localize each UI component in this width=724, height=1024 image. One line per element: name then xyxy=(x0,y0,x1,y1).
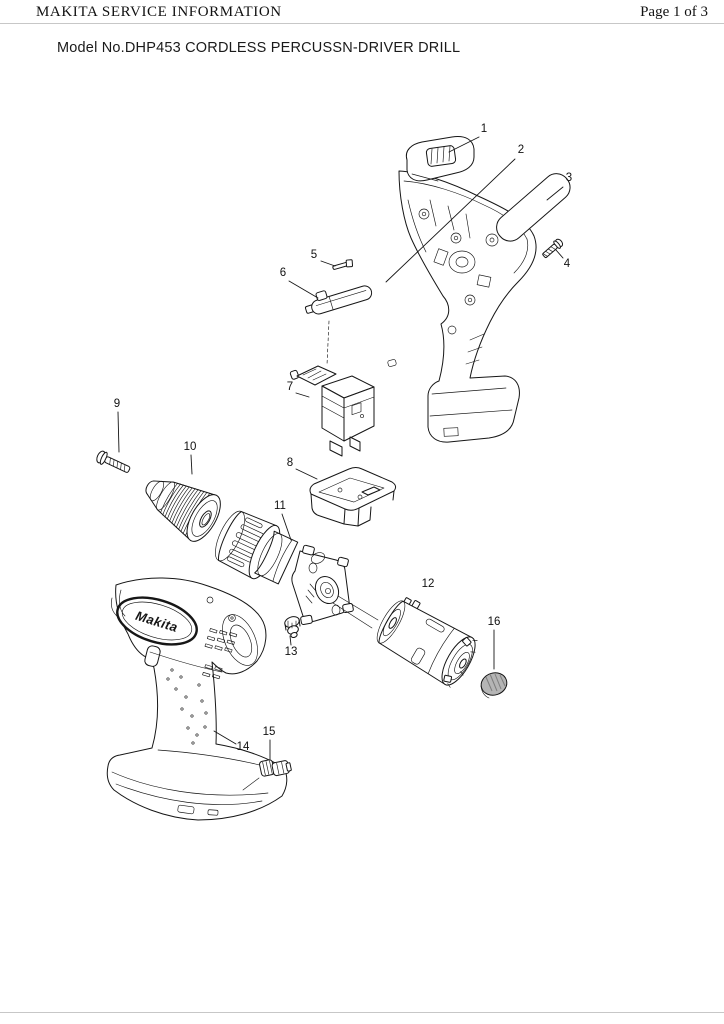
part-7-switch xyxy=(289,365,375,457)
callout-3: 3 xyxy=(566,172,572,184)
part-9-screw xyxy=(96,450,131,473)
header-rule xyxy=(0,23,724,24)
part-1-speed-change-cover xyxy=(405,136,475,182)
part-13-pinion-gear xyxy=(284,616,301,639)
callout-10-leader xyxy=(190,454,193,475)
callout-7-leader xyxy=(295,392,310,398)
model-title: Model No.DHP453 CORDLESS PERCUSSN-DRIVER… xyxy=(57,40,461,56)
callout-2: 2 xyxy=(518,144,524,156)
callout-12: 12 xyxy=(422,578,435,590)
part-14-housing-left: Makita xyxy=(106,577,288,821)
callout-11-leader xyxy=(281,513,292,541)
part-6-change-lever xyxy=(304,285,373,315)
callout-5: 5 xyxy=(311,249,317,261)
part-5-pin xyxy=(332,259,354,270)
callout-9: 9 xyxy=(114,398,120,410)
part-3-label xyxy=(496,173,571,242)
callout-5-leader xyxy=(320,260,336,267)
callout-8: 8 xyxy=(287,457,293,469)
callout-16: 16 xyxy=(488,616,501,628)
callout-6-leader xyxy=(288,280,319,299)
callout-13: 13 xyxy=(285,646,298,658)
callout-10: 10 xyxy=(184,441,197,453)
callout-4: 4 xyxy=(564,258,571,270)
part-2-housing-right xyxy=(387,170,537,443)
callout-2-leader xyxy=(385,158,516,283)
part-16-cap xyxy=(480,672,508,699)
assembly-line-clip xyxy=(242,777,260,791)
callout-11: 11 xyxy=(274,500,286,512)
part-12-motor xyxy=(376,597,478,688)
footer-rule xyxy=(0,1012,724,1013)
grip-texture xyxy=(166,668,208,745)
callout-8-leader xyxy=(295,468,318,480)
document-title: MAKITA SERVICE INFORMATION xyxy=(36,4,282,20)
part-15-clip xyxy=(259,759,292,777)
callout-3-leader xyxy=(546,186,564,201)
page-indicator: Page 1 of 3 xyxy=(640,4,708,20)
callout-14-leader xyxy=(213,730,237,745)
part-10-chuck xyxy=(145,480,221,542)
callout-9-leader xyxy=(117,411,120,453)
callout-15: 15 xyxy=(263,726,276,738)
callout-14: 14 xyxy=(237,741,250,753)
assembly-line-lever-switch xyxy=(326,320,330,366)
assembly-line-gearbox-motor xyxy=(332,595,379,629)
callout-1-leader xyxy=(448,136,480,153)
callout-4-leader xyxy=(555,249,564,259)
part-8-terminal-tray xyxy=(309,467,397,527)
callout-7: 7 xyxy=(287,381,293,393)
callout-1: 1 xyxy=(481,123,487,135)
callout-13-leader xyxy=(289,635,292,646)
part-4-screw xyxy=(542,238,564,258)
callout-6: 6 xyxy=(280,267,286,279)
